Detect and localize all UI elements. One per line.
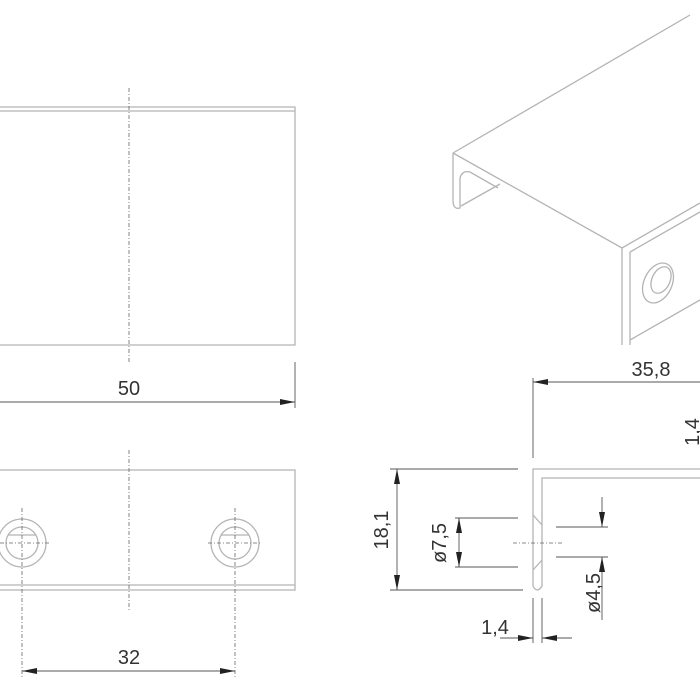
dimension-hole-diameter: ø4,5: [583, 573, 605, 613]
dimension-counterbore-diameter: ø7,5: [429, 523, 451, 563]
isometric-hole: [641, 262, 675, 304]
isometric-view: [452, 14, 700, 345]
dimension-depth: 35,8: [632, 359, 671, 381]
dimension-length: 50: [118, 378, 140, 400]
dimension-thickness-side: 1,4: [481, 617, 509, 639]
dimension-thickness-top: 1,4: [682, 418, 700, 446]
front-view: 32: [0, 450, 296, 678]
top-view: 50: [0, 88, 296, 408]
dimension-height: 18,1: [371, 511, 393, 550]
section-view: 35,8 1,4 18,1 ø7,5 ø4,5 1,4: [371, 359, 700, 643]
dimension-hole-spacing: 32: [118, 647, 140, 669]
